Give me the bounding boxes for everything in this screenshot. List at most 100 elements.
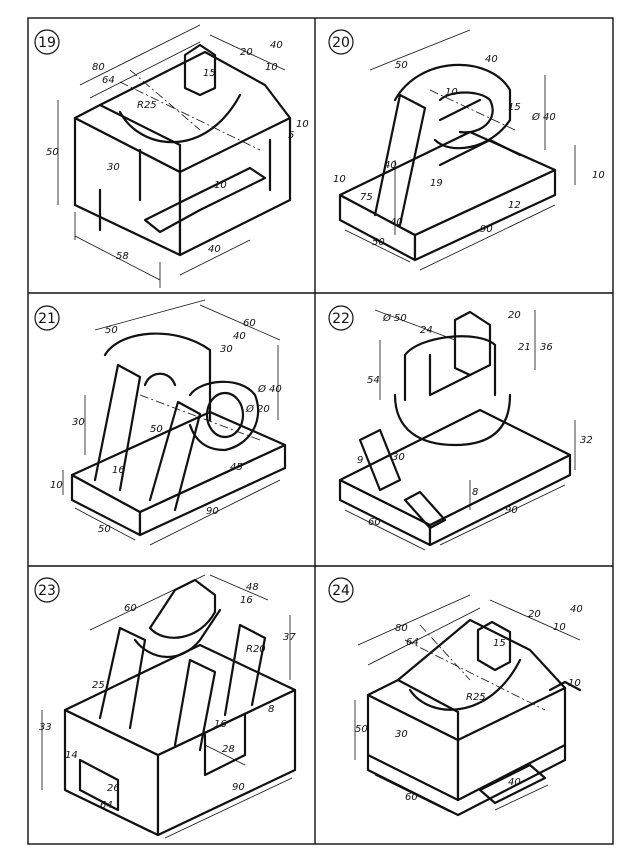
dim-label: 28 [222, 744, 235, 755]
dim-label: R25 [466, 692, 486, 703]
dim-label: 50 [372, 237, 385, 248]
dim-label: 8 [268, 704, 274, 715]
figure-number: 24 [332, 583, 350, 599]
dim-label: 64 [100, 800, 113, 811]
dim-label: 10 [445, 87, 458, 98]
figure-21: 21 50 60 40 30 Ø 20 Ø 40 30 50 16 [34, 299, 287, 546]
isometric-part-drawing [62, 299, 287, 546]
dim-label: 10 [568, 678, 581, 689]
dim-label: 50 [105, 325, 118, 336]
dim-label: 90 [480, 224, 493, 235]
dim-label: 15 [203, 68, 216, 79]
dim-label: 40 [390, 217, 403, 228]
dim-label: 30 [107, 162, 120, 173]
sheet-frame [27, 17, 614, 845]
dim-label: 40 [570, 604, 583, 615]
dim-label: 8 [472, 487, 478, 498]
dim-label: 60 [124, 603, 137, 614]
dim-label: 15 [508, 102, 521, 113]
dim-label: 16 [214, 719, 227, 730]
dim-label: 14 [65, 750, 78, 761]
isometric-part-drawing [338, 309, 576, 551]
figure-number-badge [328, 29, 354, 55]
figure-number: 19 [38, 35, 56, 51]
dim-label: 90 [232, 782, 245, 793]
dim-label: 10 [50, 480, 63, 491]
dim-label: 80 [395, 623, 408, 634]
dim-label: 64 [102, 75, 115, 86]
figure-20: 20 50 40 10 15 Ø 40 10 40 75 19 12 40 10 [328, 29, 605, 271]
dim-label: 40 [384, 160, 397, 171]
figure-22: 22 Ø 50 24 20 21 36 54 9 30 32 [328, 305, 593, 551]
dim-label: 75 [360, 192, 373, 203]
dim-label: Ø 50 [382, 312, 407, 324]
dim-label: 10 [296, 119, 309, 130]
figure-number-badge [34, 305, 60, 331]
figure-number: 23 [38, 583, 56, 599]
dim-label: Ø 20 [245, 403, 270, 415]
dim-label: 40 [485, 54, 498, 65]
dim-label: 64 [406, 637, 419, 648]
figure-number-badge [34, 577, 60, 603]
dim-label: 16 [112, 465, 125, 476]
dim-label: Ø 40 [257, 383, 282, 395]
dim-label: 24 [420, 325, 433, 336]
figure-number-badge [34, 29, 60, 55]
dim-label: 30 [395, 729, 408, 740]
dim-label: 48 [246, 582, 259, 593]
dim-label: 60 [368, 517, 381, 528]
figure-number: 20 [332, 35, 350, 51]
dim-label: 20 [240, 47, 253, 58]
dim-label: 15 [493, 638, 506, 649]
dim-label: R20 [246, 644, 266, 655]
dim-label: 26 [107, 783, 120, 794]
dim-label: 58 [116, 251, 129, 262]
isometric-part-drawing [41, 574, 297, 839]
dim-label: 12 [508, 200, 521, 211]
isometric-part-drawing [338, 29, 576, 271]
figure-19: 19 80 64 R25 40 20 10 15 50 [34, 24, 309, 288]
dim-label: 30 [220, 344, 233, 355]
dim-label: 40 [508, 777, 521, 788]
dim-label: 36 [540, 342, 553, 353]
dim-label: 50 [46, 147, 59, 158]
dim-label: 16 [240, 595, 253, 606]
dim-label: 90 [206, 506, 219, 517]
dim-label: 10 [592, 170, 605, 181]
dim-label: 9 [357, 455, 363, 466]
isometric-part-drawing [57, 24, 292, 288]
dim-label: 37 [283, 632, 296, 643]
figure-number-badge [328, 305, 354, 331]
figure-number-badge [328, 577, 354, 603]
dim-label: 10 [265, 62, 278, 73]
dim-label: 54 [367, 375, 380, 386]
dim-label: R25 [137, 100, 157, 111]
figure-23: 23 60 48 16 R20 37 25 33 8 16 2 [34, 574, 297, 839]
dim-label: 25 [92, 680, 105, 691]
dim-label: 32 [580, 435, 593, 446]
dim-label: 50 [355, 724, 368, 735]
dim-label: 40 [270, 40, 283, 51]
dim-label: 80 [92, 62, 105, 73]
dim-label: 40 [233, 331, 246, 342]
dim-label: 10 [553, 622, 566, 633]
dim-label: 5 [288, 130, 294, 141]
isometric-part-drawing [354, 594, 582, 817]
dim-label: 30 [392, 452, 405, 463]
figure-number: 21 [38, 311, 56, 327]
dim-label: 10 [214, 180, 227, 191]
dim-label: 90 [505, 505, 518, 516]
dim-label: 60 [405, 792, 418, 803]
dim-label: 30 [72, 417, 85, 428]
figure-24: 24 80 64 40 20 10 15 R25 10 50 [328, 577, 583, 817]
dim-label: 50 [98, 524, 111, 535]
dim-label: 60 [243, 318, 256, 329]
dim-label: 19 [430, 178, 443, 189]
dim-label: 21 [518, 342, 531, 353]
dim-label: 50 [150, 424, 163, 435]
dim-label: 45 [230, 462, 243, 473]
dim-label: 10 [333, 174, 346, 185]
figure-number: 22 [332, 311, 350, 327]
dim-label: Ø 40 [531, 111, 556, 123]
